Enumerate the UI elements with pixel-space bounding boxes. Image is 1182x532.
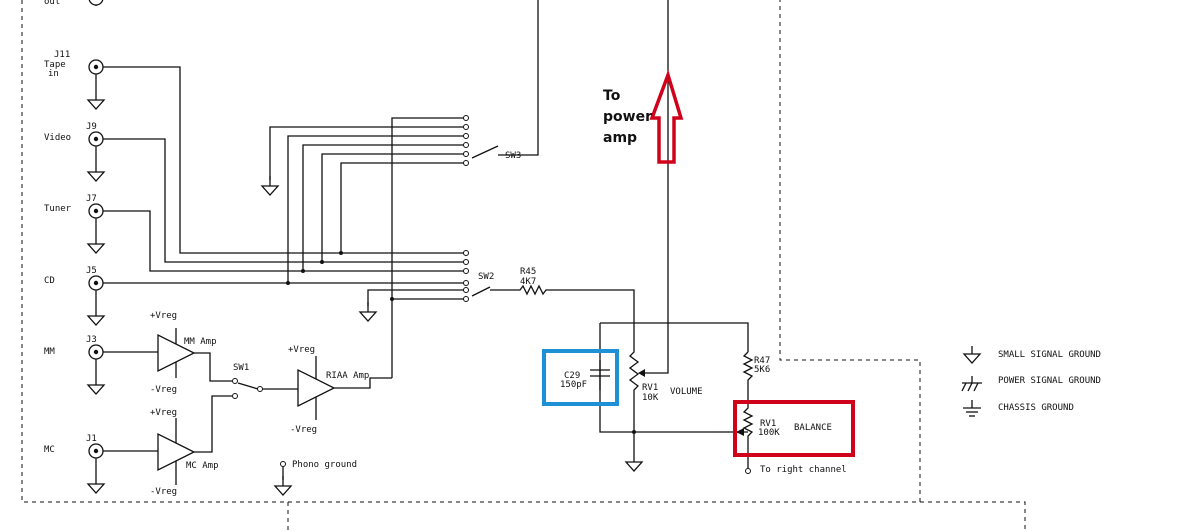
legend-small-signal: SMALL SIGNAL GROUND xyxy=(998,350,1101,360)
label-sw2: SW2 xyxy=(478,272,494,282)
label-cd: CD xyxy=(44,276,55,286)
jack-tuner: J7 Tuner xyxy=(44,194,105,254)
label-j5: J5 xyxy=(86,266,97,276)
label-mm-vreg-pos: +Vreg xyxy=(150,311,177,321)
balance-highlight-box xyxy=(733,400,855,457)
label-mc: MC xyxy=(44,445,55,455)
label-j11: J11 xyxy=(54,50,70,60)
jack-video: J9 Video xyxy=(44,122,105,182)
label-riaa-amp: RIAA Amp xyxy=(326,371,369,381)
capacitor-highlight-box xyxy=(542,349,619,406)
label-j9: J9 xyxy=(86,122,97,132)
label-c29-value: 150pF xyxy=(560,380,587,390)
jack-mc: J1 MC xyxy=(44,434,105,494)
mm-amp: +Vreg -Vreg MM Amp xyxy=(103,311,232,395)
label-mm: MM xyxy=(44,347,55,357)
phono-ground: Phono ground xyxy=(274,460,357,496)
label-sw1: SW1 xyxy=(233,363,249,373)
label-in: in xyxy=(48,69,59,79)
label-j1: J1 xyxy=(86,434,97,444)
label-j7: J7 xyxy=(86,194,97,204)
riaa-amp: +Vreg -Vreg RIAA Amp xyxy=(288,345,392,435)
label-r45-value: 4K7 xyxy=(520,277,536,287)
mc-amp: +Vreg -Vreg MC Amp xyxy=(103,395,232,497)
legend-power-signal: POWER SIGNAL GROUND xyxy=(998,376,1101,386)
jack-tape-in: J11 Tape in xyxy=(44,50,105,110)
power-amp-note: To power amp xyxy=(603,88,652,146)
input-bus-wires xyxy=(103,0,539,378)
label-out: out xyxy=(44,0,60,7)
ground-legend: SMALL SIGNAL GROUND POWER SIGNAL GROUND … xyxy=(961,346,1101,417)
label-rv1-volume-value: 10K xyxy=(642,393,659,403)
power-amp-arrow xyxy=(649,69,684,164)
label-mc-vreg-neg: -Vreg xyxy=(150,487,177,497)
label-r47: R47 xyxy=(754,356,770,366)
note-amp: amp xyxy=(603,130,637,146)
jack-out: out xyxy=(44,0,104,7)
label-rv1-volume: RV1 xyxy=(642,383,658,393)
chassis-ground-icon xyxy=(963,400,981,417)
component-labels: C29 150pF RV1 10K VOLUME R47 5K6 RV1 100… xyxy=(560,356,847,475)
label-rv1-balance: RV1 xyxy=(760,419,776,429)
output-network xyxy=(590,0,754,474)
label-mm-amp: MM Amp xyxy=(184,337,217,347)
label-c29: C29 xyxy=(564,371,580,381)
power-signal-ground-icon xyxy=(961,376,982,392)
label-rv1-balance-value: 100K xyxy=(758,428,780,438)
label-j3: J3 xyxy=(86,335,97,345)
label-tuner: Tuner xyxy=(44,204,72,214)
label-volume: VOLUME xyxy=(670,387,703,397)
label-tape: Tape xyxy=(44,60,66,70)
label-mc-amp: MC Amp xyxy=(186,461,219,471)
note-power: power xyxy=(603,109,652,125)
note-to: To xyxy=(603,88,621,104)
label-mc-vreg-pos: +Vreg xyxy=(150,408,177,418)
legend-chassis: CHASSIS GROUND xyxy=(998,403,1074,413)
label-phono-ground: Phono ground xyxy=(292,460,357,470)
label-mm-vreg-neg: -Vreg xyxy=(150,385,177,395)
jack-mm: J3 MM xyxy=(44,335,105,395)
label-r47-value: 5K6 xyxy=(754,365,770,375)
label-right-channel: To right channel xyxy=(760,465,847,475)
switch-sw2: SW2 xyxy=(463,250,494,302)
resistor-r45: R45 4K7 xyxy=(490,267,635,326)
jack-cd: J5 CD xyxy=(44,266,105,326)
enclosure-outline xyxy=(21,0,1026,532)
switch-sw3: SW3 xyxy=(463,115,521,166)
label-video: Video xyxy=(44,133,71,143)
label-riaa-vreg-pos: +Vreg xyxy=(288,345,315,355)
small-signal-ground-icon xyxy=(962,346,982,364)
switch-sw1: SW1 xyxy=(232,363,298,399)
label-riaa-vreg-neg: -Vreg xyxy=(290,425,317,435)
label-r45: R45 xyxy=(520,267,536,277)
label-sw3: SW3 xyxy=(505,151,521,161)
label-balance: BALANCE xyxy=(794,423,832,433)
